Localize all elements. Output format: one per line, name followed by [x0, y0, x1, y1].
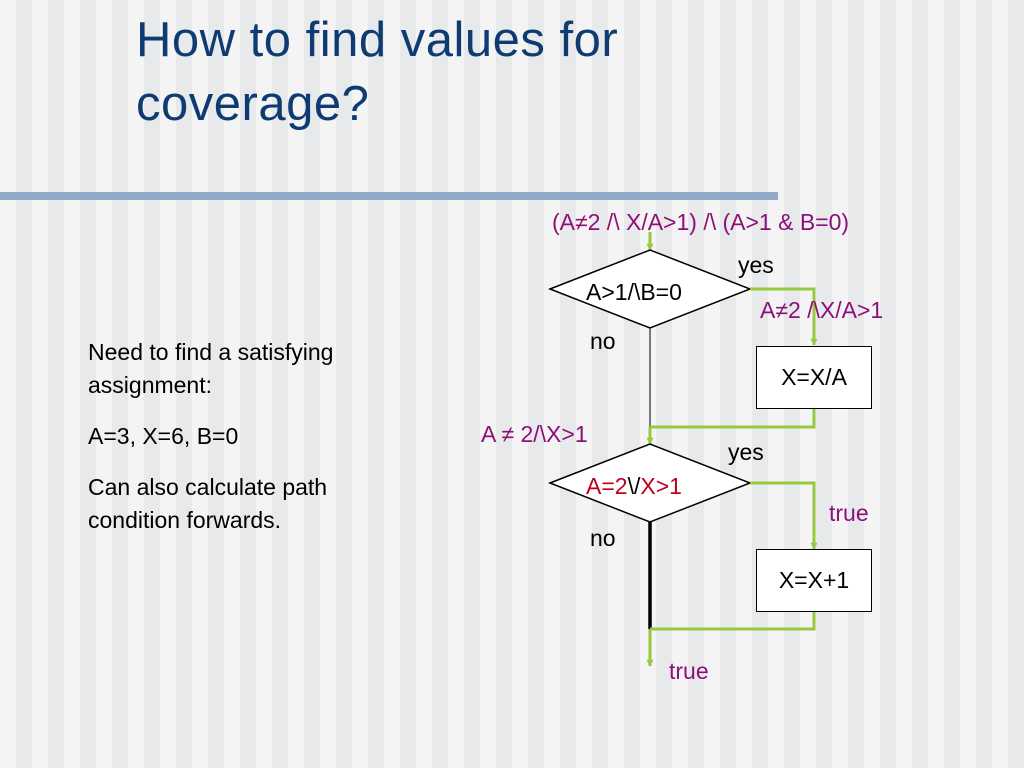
- assign-1-box: X=X/A: [756, 346, 872, 409]
- final-path-condition: true: [669, 658, 709, 684]
- decision-1-no-label: no: [590, 328, 616, 354]
- body-text: Need to find a satisfying assignment: A=…: [88, 336, 418, 555]
- decision-1-label: A>1/\B=0: [586, 279, 682, 305]
- merge-1-condition: A ≠ 2/\X>1: [481, 421, 588, 447]
- assign-2-box: X=X+1: [756, 549, 872, 612]
- decision-2-yes-label: yes: [728, 439, 764, 465]
- decision-2-part-1: A=2: [586, 473, 628, 499]
- assign-1-label: X=X/A: [781, 364, 847, 390]
- decision-1-yes-label: yes: [738, 252, 774, 278]
- after-yes-1-condition: A≠2 /\X/A>1: [760, 297, 884, 323]
- decision-1-yes-path: [750, 287, 818, 346]
- title-line-2: coverage?: [136, 77, 370, 131]
- title-divider: [0, 192, 778, 200]
- decision-2-operator: \/: [627, 473, 641, 499]
- assign-1-out-path: [650, 409, 816, 429]
- title-line-1: How to find values for: [136, 13, 619, 67]
- slide-title: How to find values for coverage?: [136, 8, 618, 136]
- after-yes-2-condition: true: [829, 500, 869, 526]
- body-paragraph-2: A=3, X=6, B=0: [88, 423, 239, 449]
- decision-2-yes-path: [750, 481, 818, 550]
- top-path-condition: (A≠2 /\ X/A>1) /\ (A>1 & B=0): [552, 209, 850, 235]
- decision-2-no-label: no: [590, 525, 616, 551]
- body-paragraph-3: Can also calculate path condition forwar…: [88, 474, 328, 533]
- body-paragraph-1: Need to find a satisfying assignment:: [88, 339, 334, 398]
- assign-2-out-path: [650, 612, 816, 631]
- decision-2-label: A=2\/X>1: [586, 473, 682, 499]
- assign-2-label: X=X+1: [778, 567, 850, 593]
- decision-2-part-2: X>1: [640, 473, 682, 499]
